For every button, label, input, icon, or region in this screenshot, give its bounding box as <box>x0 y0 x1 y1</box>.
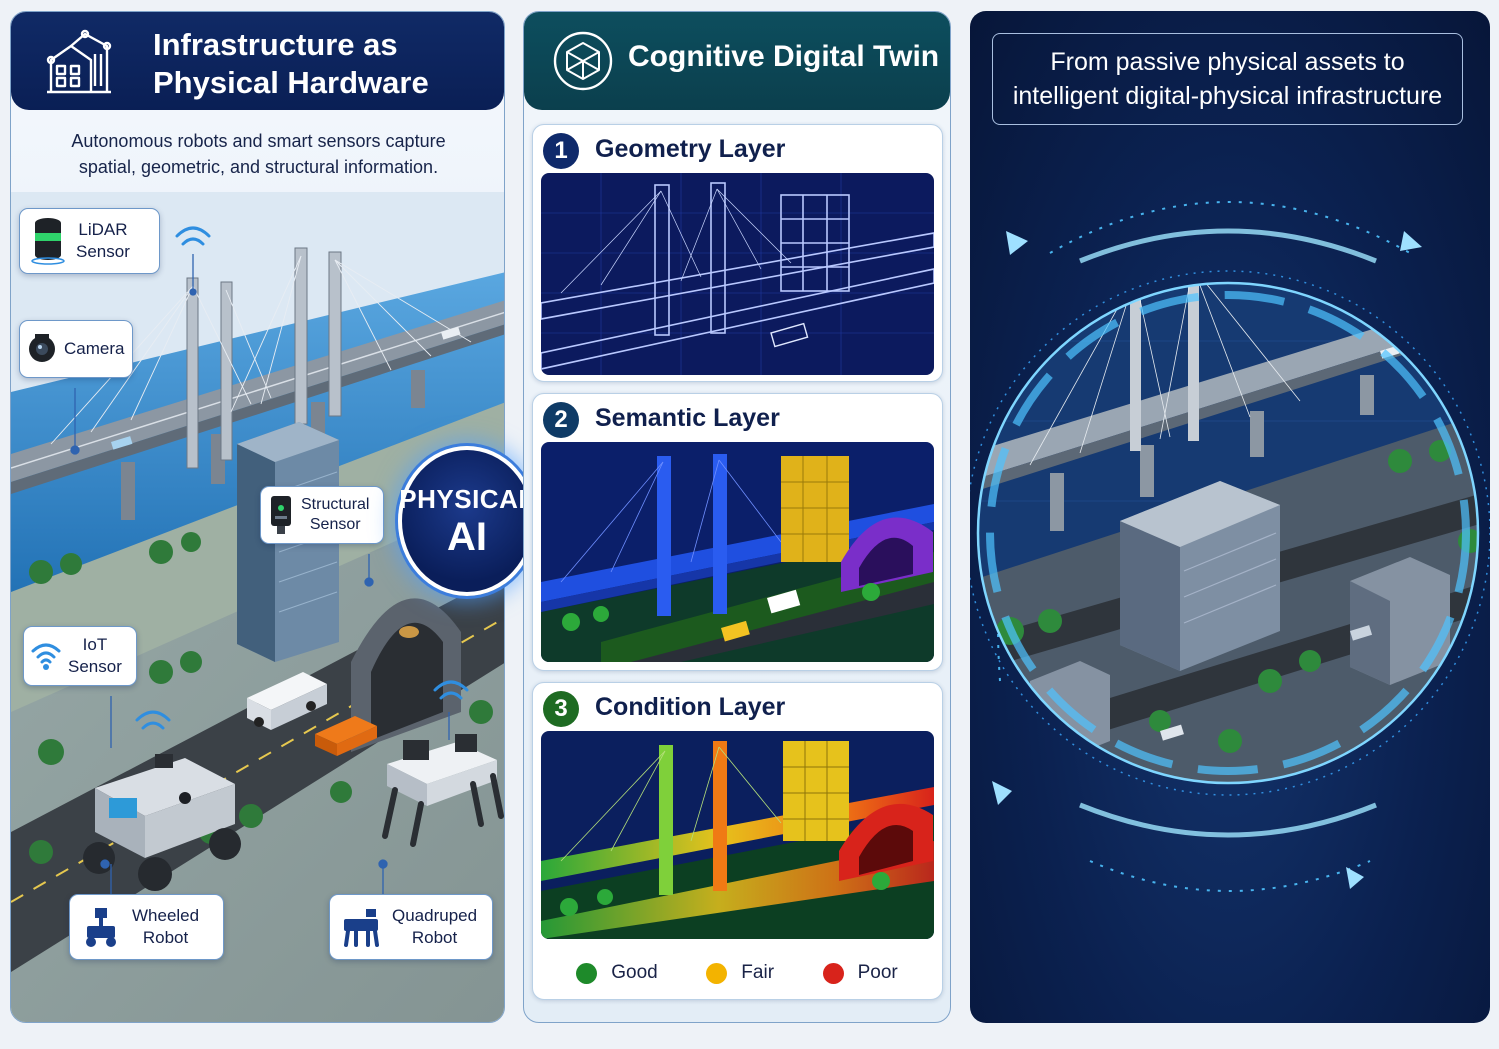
condition-legend: Good Fair Poor <box>524 958 950 988</box>
physical-ai-hub: PHYSICAL AI <box>398 446 536 596</box>
structural-sensor-label: Structural Sensor <box>301 496 370 533</box>
layer-number-badge: 3 <box>543 691 579 727</box>
camera-label: Camera <box>64 339 125 358</box>
structural-sensor-icon <box>261 494 301 536</box>
digital-twin-header: Cognitive Digital Twin <box>524 12 950 110</box>
physical-ai-line2: AI <box>447 514 487 559</box>
camera-icon <box>20 334 64 364</box>
quadruped-robot-icon <box>330 907 392 947</box>
legend-poor-dot <box>822 962 844 984</box>
wheeled-robot-icon <box>70 906 132 948</box>
layer-number-badge: 2 <box>543 402 579 438</box>
condition-layer-heatmap-image <box>541 731 934 939</box>
legend-good: Good <box>576 962 658 984</box>
iot-sensor-callout: IoT Sensor <box>23 626 137 686</box>
physical-hardware-header: Infrastructure as Physical Hardware <box>11 12 504 110</box>
legend-fair-label: Fair <box>741 962 775 983</box>
cube-icon <box>553 31 613 91</box>
legend-fair-dot <box>706 962 728 984</box>
semantic-layer-image <box>541 442 934 662</box>
physical-hardware-panel: Infrastructure as Physical Hardware Auto… <box>10 11 505 1023</box>
lidar-sensor-callout: LiDAR Sensor <box>19 208 160 274</box>
iot-wifi-icon <box>24 641 68 671</box>
transformation-banner: From passive physical assets to intellig… <box>992 33 1463 125</box>
iot-sensor-label: IoT Sensor <box>68 635 122 676</box>
digital-physical-city-sphere-illustration <box>970 201 1490 892</box>
intelligent-infrastructure-panel: From passive physical assets to intellig… <box>970 11 1490 1023</box>
legend-fair: Fair <box>706 962 774 984</box>
semantic-layer-card: 2 Semantic Layer <box>532 393 943 671</box>
legend-good-dot <box>576 962 598 984</box>
lidar-sensor-label: LiDAR Sensor <box>76 220 130 261</box>
lidar-icon <box>20 217 76 265</box>
legend-good-label: Good <box>611 962 658 983</box>
layer-number-badge: 1 <box>543 133 579 169</box>
geometry-layer-wireframe-image <box>541 173 934 375</box>
physical-hardware-subtitle: Autonomous robots and smart sensors capt… <box>71 131 446 177</box>
cognitive-digital-twin-panel: Cognitive Digital Twin 1 Geometry Layer <box>523 11 951 1023</box>
camera-callout: Camera <box>19 320 133 378</box>
condition-layer-card: 3 Condition Layer <box>532 682 943 1000</box>
physical-ai-line1: PHYSICAL <box>399 483 535 514</box>
wheeled-robot-callout: Wheeled Robot <box>69 894 224 960</box>
semantic-layer-title: Semantic Layer <box>595 404 780 432</box>
legend-poor: Poor <box>822 962 898 984</box>
quadruped-robot-callout: Quadruped Robot <box>329 894 493 960</box>
geometry-layer-card: 1 Geometry Layer <box>532 124 943 382</box>
quadruped-robot-label: Quadruped Robot <box>392 906 478 947</box>
geometry-layer-title: Geometry Layer <box>595 135 786 163</box>
building-icon <box>46 29 112 94</box>
physical-hardware-title: Infrastructure as Physical Hardware <box>153 27 429 100</box>
wheeled-robot-label: Wheeled Robot <box>132 906 200 947</box>
condition-layer-title: Condition Layer <box>595 693 786 721</box>
legend-poor-label: Poor <box>857 962 898 983</box>
digital-twin-title: Cognitive Digital Twin <box>628 40 940 73</box>
structural-sensor-callout: Structural Sensor <box>260 486 384 544</box>
truck <box>247 672 327 730</box>
